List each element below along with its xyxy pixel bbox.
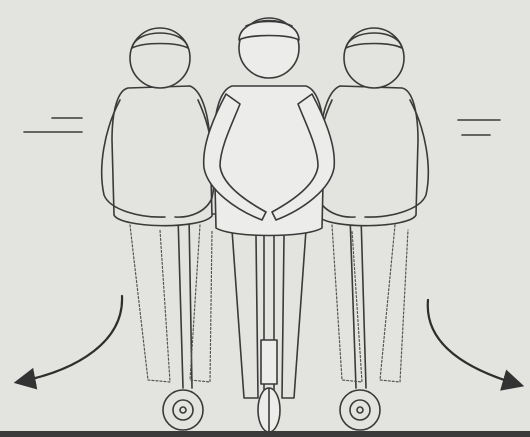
head-center — [239, 18, 299, 78]
head-right — [344, 28, 404, 88]
scooter-left — [150, 214, 215, 430]
scooter-center — [232, 222, 308, 432]
curved-arrow-down-right-icon — [428, 300, 520, 385]
front-wheel-left — [163, 390, 203, 430]
motion-lines-right-icon — [458, 120, 500, 135]
head-left — [130, 28, 190, 88]
front-wheel-right — [340, 390, 380, 430]
floor-line — [0, 431, 530, 437]
rider-lean-right — [316, 28, 429, 430]
motion-lines-left-icon — [24, 118, 82, 132]
torso-left — [112, 86, 212, 226]
rider-lean-left — [102, 28, 215, 430]
rider-upright — [204, 18, 335, 432]
curved-arrow-down-left-icon — [18, 296, 122, 382]
